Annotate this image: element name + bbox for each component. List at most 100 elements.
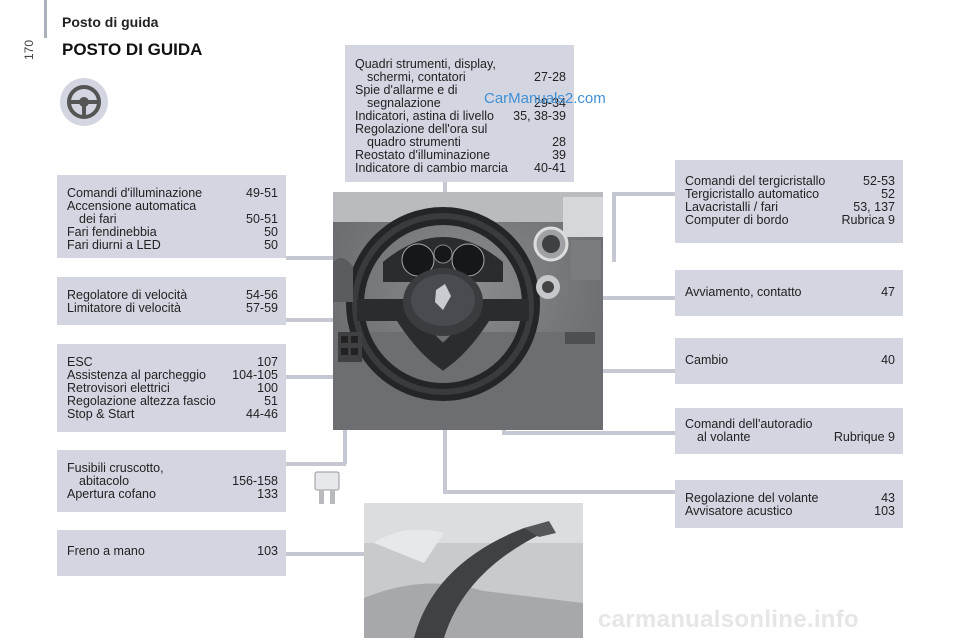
reference-page: 44-46: [246, 407, 278, 421]
reference-page: 54-56: [246, 288, 278, 302]
reference-page: 52: [881, 187, 895, 201]
reference-label: abitacolo: [79, 474, 130, 488]
reference-label: Assistenza al parcheggio: [67, 368, 206, 382]
reference-page: 104-105: [232, 368, 278, 382]
connector-line: [286, 256, 366, 260]
reference-row: Tergicristallo automatico 52: [685, 188, 895, 201]
reference-label: Indicatori, astina di livello: [355, 109, 494, 123]
reference-label: Regolazione dell'ora sul: [355, 122, 488, 136]
reference-label: Regolazione del volante: [685, 491, 819, 505]
reference-row: dei fari 50-51: [67, 213, 278, 226]
reference-row: abitacolo 156-158: [67, 475, 278, 488]
reference-row: Assistenza al parcheggio 104-105: [67, 369, 278, 382]
reference-label: Apertura cofano: [67, 487, 156, 501]
reference-label: Regolatore di velocità: [67, 288, 188, 302]
reference-page: 43: [881, 491, 895, 505]
reference-label: Cambio: [685, 353, 729, 367]
page-number: 170: [22, 39, 36, 60]
reference-row: Spie d'allarme e di: [355, 84, 566, 97]
reference-row: Avviamento, contatto 47: [685, 286, 895, 299]
connector-line: [502, 431, 676, 435]
reference-label: Regolazione altezza fascio: [67, 394, 216, 408]
connector-line: [538, 296, 676, 300]
reference-label: Comandi del tergicristallo: [685, 174, 826, 188]
connector-line: [612, 192, 616, 262]
reference-label: Fari fendinebbia: [67, 225, 157, 239]
reference-page: 47: [881, 285, 895, 299]
reference-label: Lavacristalli / fari: [685, 200, 779, 214]
header-rule: [44, 0, 47, 38]
reference-row: Accensione automatica: [67, 200, 278, 213]
reference-page: 39: [552, 148, 566, 162]
reference-page: Rubrica 9: [841, 213, 896, 227]
instrument-cluster-box: Quadri strumenti, display,schermi, conta…: [345, 45, 574, 182]
connector-line: [286, 552, 366, 556]
reference-label: Spie d'allarme e di: [355, 83, 458, 97]
reference-page: 57-59: [246, 301, 278, 315]
reference-label: dei fari: [79, 212, 117, 226]
reference-page: 103: [257, 544, 278, 558]
reference-page: 50-51: [246, 212, 278, 226]
reference-row: Quadri strumenti, display,: [355, 58, 566, 71]
connector-line: [443, 490, 676, 494]
reference-page: 107: [257, 355, 278, 369]
connector-line: [286, 375, 346, 379]
watermark: CarManuals2.com: [484, 90, 606, 107]
reference-label: Computer di bordo: [685, 213, 789, 227]
reference-page: 29-34: [534, 96, 566, 110]
reference-label: ESC: [67, 355, 93, 369]
reference-label: Indicatore di cambio marcia: [355, 161, 508, 175]
reference-row: Computer di bordo Rubrica 9: [685, 214, 895, 227]
footer-watermark: carmanualsonline.info: [598, 606, 860, 633]
gearbox-box: Cambio 40: [675, 338, 903, 384]
reference-row: Cambio 40: [685, 354, 895, 367]
connector-line: [343, 402, 347, 464]
reference-page: 103: [874, 504, 895, 518]
reference-label: Tergicristallo automatico: [685, 187, 820, 201]
reference-page: 53, 137: [853, 200, 895, 214]
reference-page: 27-28: [534, 70, 566, 84]
dashboard-photo: [333, 192, 603, 430]
reference-page: 49-51: [246, 186, 278, 200]
reference-row: ESC 107: [67, 356, 278, 369]
reference-row: Lavacristalli / fari 53, 137: [685, 201, 895, 214]
reference-page: 40: [881, 353, 895, 367]
reference-label: Fari diurni a LED: [67, 238, 161, 252]
reference-label: Avviamento, contatto: [685, 285, 802, 299]
connector-line: [286, 462, 346, 466]
reference-label: Comandi dell'autoradio: [685, 417, 813, 431]
reference-label: al volante: [697, 430, 751, 444]
reference-row: Fusibili cruscotto,: [67, 462, 278, 475]
fuse-icon: [314, 471, 340, 504]
ignition-box: Avviamento, contatto 47: [675, 270, 903, 316]
page-title: POSTO DI GUIDA: [62, 40, 203, 59]
reference-label: Quadri strumenti, display,: [355, 57, 496, 71]
reference-label: quadro strumenti: [367, 135, 461, 149]
reference-page: 50: [264, 238, 278, 252]
reference-label: segnalazione: [367, 96, 441, 110]
reference-row: Regolazione del volante 43: [685, 492, 895, 505]
reference-page: 156-158: [232, 474, 278, 488]
handbrake-photo: [364, 503, 583, 638]
reference-label: Fusibili cruscotto,: [67, 461, 164, 475]
reference-row: Regolazione dell'ora sul: [355, 123, 566, 136]
reference-label: Retrovisori elettrici: [67, 381, 170, 395]
